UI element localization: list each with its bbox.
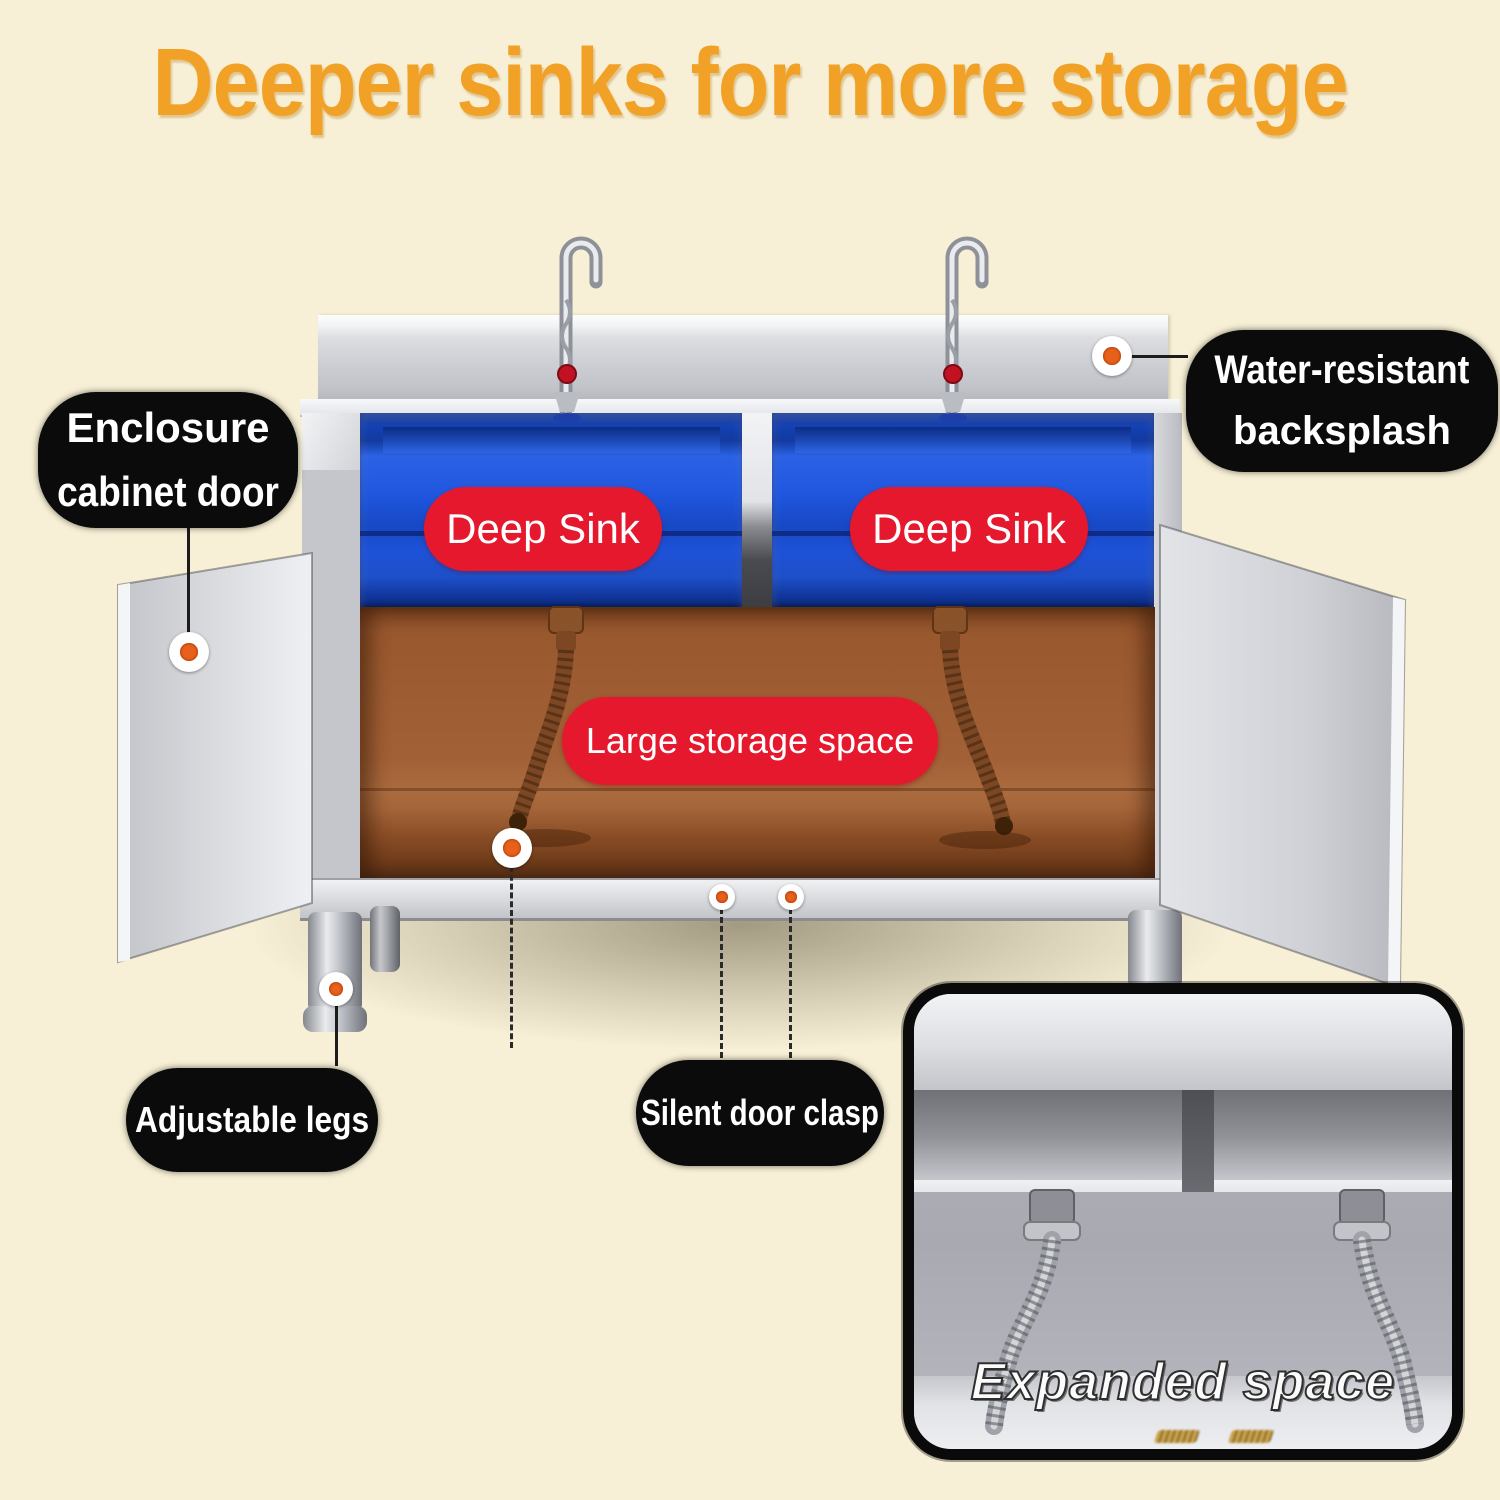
inset-caption: Expanded space (914, 1352, 1452, 1412)
cabinet-leg-inner-left (370, 906, 400, 972)
marker-dot-icon-leg (319, 972, 353, 1006)
marker-dot-icon-clasp-left (709, 884, 735, 910)
left-faucet (553, 236, 603, 423)
leader-line-clasp-left (720, 908, 723, 1058)
callout-silent-door-clasp: Silent door clasp (636, 1060, 884, 1166)
expanded-space-inset: Expanded space (903, 983, 1463, 1460)
inset-left-hose (985, 1189, 1081, 1435)
page-title-text: Deeper sinks for more storage (152, 29, 1348, 136)
leader-line-enclosure-door (187, 522, 190, 638)
inset-caption-text: Expanded space (970, 1352, 1396, 1412)
right-door-edge-highlight (1388, 597, 1405, 988)
leader-line-storage (510, 866, 513, 1048)
deep-sink-pill-left-text: Deep Sink (446, 505, 640, 552)
inset-gold-mark-left (1153, 1430, 1201, 1443)
callout-enclosure-line2: cabinet door (57, 468, 279, 515)
deep-sink-pill-right-text: Deep Sink (872, 505, 1066, 552)
callout-enclosure-line1: Enclosure (66, 404, 270, 451)
marker-dot-icon-clasp-right (778, 884, 804, 910)
deep-sink-pill-left: Deep Sink (424, 487, 662, 571)
sink-inner-rim (382, 427, 721, 453)
right-drain-pipe (932, 606, 1031, 849)
leader-line-adjustable-legs (335, 1004, 338, 1066)
inset-sink-bottom-right (1214, 1090, 1452, 1192)
callout-adjustable-legs-text: Adjustable legs (134, 1099, 370, 1140)
marker-dot-icon-storage (492, 828, 532, 868)
inset-sink-bottom-left (914, 1090, 1182, 1192)
cabinet-floor-line (360, 788, 1155, 791)
right-faucet (939, 236, 989, 423)
inset-gold-mark-right (1227, 1430, 1275, 1443)
callout-water-resistant-backsplash: Water-resistant backsplash (1186, 330, 1498, 472)
marker-dot-icon-door (169, 632, 209, 672)
callout-adjustable-legs: Adjustable legs (126, 1068, 378, 1172)
inset-hoses-layer (985, 1189, 1424, 1435)
callout-backsplash-line1: Water-resistant (1214, 348, 1470, 392)
inset-counter-underside (914, 994, 1452, 1092)
inset-sink-gap (1182, 1090, 1214, 1192)
backsplash-panel (318, 315, 1168, 405)
deep-sink-pill-right: Deep Sink (850, 487, 1088, 571)
large-storage-pill-text: Large storage space (585, 720, 915, 761)
sink-inner-rim (794, 427, 1132, 453)
callout-backsplash-line2: backsplash (1233, 409, 1451, 453)
marker-dot-icon-backsplash (1092, 336, 1132, 376)
page-title: Deeper sinks for more storage (0, 28, 1500, 138)
callout-silent-door-clasp-text: Silent door clasp (641, 1092, 879, 1133)
cabinet-bottom-rail (300, 878, 1180, 921)
leader-line-backsplash (1130, 355, 1188, 358)
cabinet-leg-front-right (1128, 910, 1182, 988)
sink-divider (742, 413, 772, 609)
leader-line-clasp-right (789, 908, 792, 1058)
inset-right-hose (1333, 1189, 1424, 1433)
callout-enclosure-cabinet-door: Enclosure cabinet door (38, 392, 298, 528)
left-door-edge-highlight (118, 583, 130, 962)
large-storage-pill: Large storage space (562, 697, 938, 785)
